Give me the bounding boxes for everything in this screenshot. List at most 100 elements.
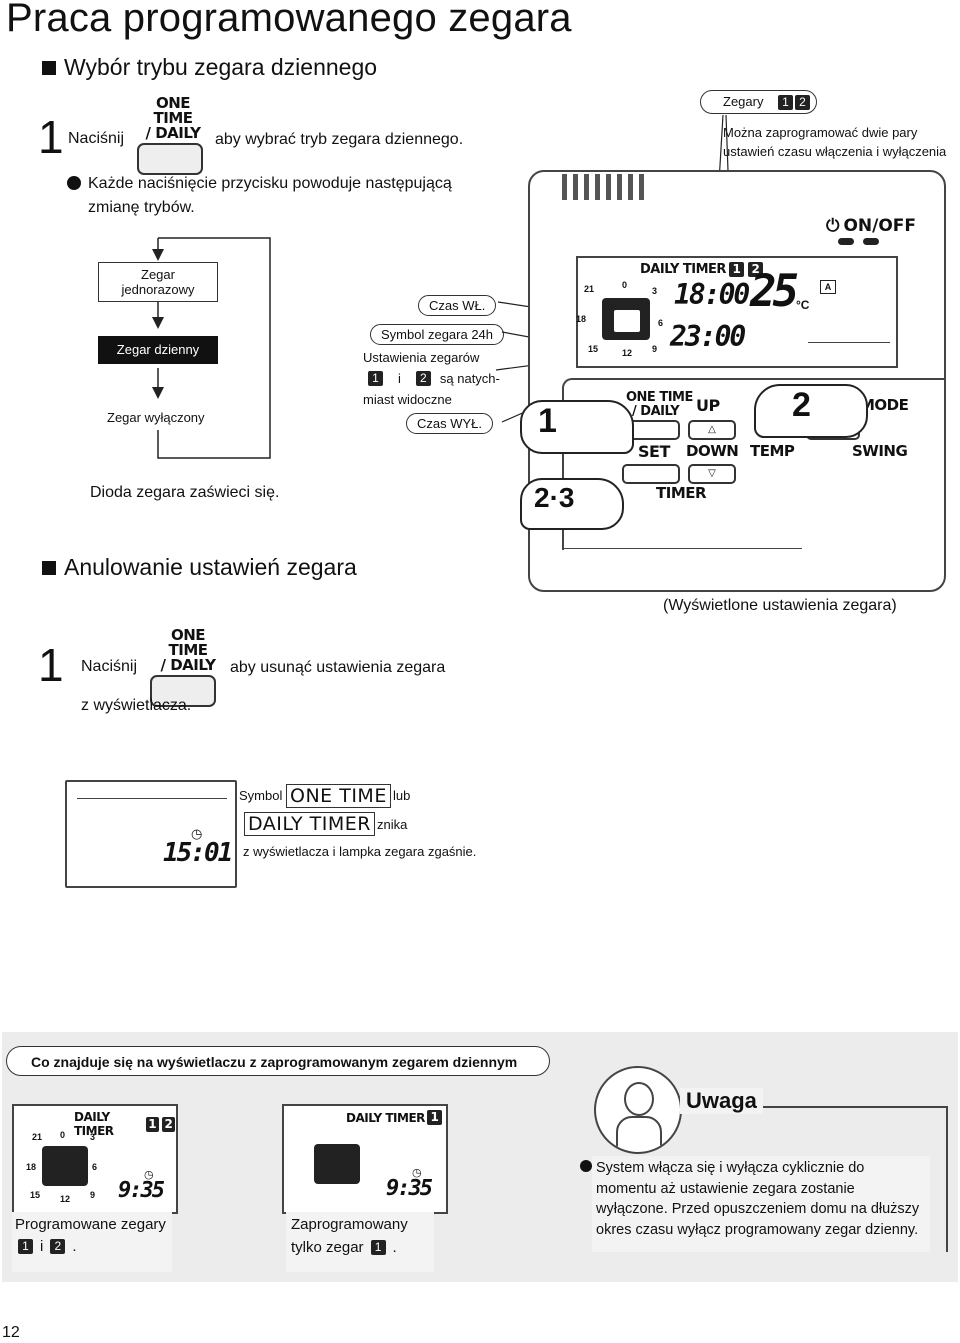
clock-tick: 15: [588, 344, 599, 354]
btn-onetime-label1: ONE TIME: [626, 390, 693, 405]
caption-line2: tylko zegar 1.: [291, 1239, 397, 1256]
hand-pointer-2: 2: [754, 384, 868, 438]
and-label: i: [40, 1238, 44, 1255]
disappear-description: z wyświetlacza i lampka zegara zgaśnie.: [243, 844, 477, 859]
person-body: [616, 1116, 662, 1152]
lcd-header-text: DAILY TIMER: [74, 1110, 114, 1138]
lcd-time-off: 23:00: [670, 320, 746, 353]
button-panel: [562, 378, 944, 550]
znika-word: znika: [377, 817, 408, 832]
and-label: i: [398, 371, 401, 386]
step-number: 1: [38, 639, 64, 691]
section-heading-text: Anulowanie ustawień zegara: [64, 554, 357, 580]
step-number: 1: [38, 111, 64, 163]
btn-onetime-label2: / DAILY: [632, 404, 680, 419]
symbol-word: Symbol: [239, 788, 283, 803]
day-night-icon-window: [614, 310, 640, 332]
timer-1-icon: 1: [778, 95, 793, 110]
hand-23-number: 2·3: [534, 482, 575, 513]
timer-1-icon: 1: [145, 1116, 159, 1132]
daily-timer-symbol: DAILY TIMER: [244, 812, 375, 836]
timer-1-icon: 1: [370, 1240, 386, 1255]
instruction-text-2: z wyświetlacza.: [81, 697, 192, 714]
person-head: [624, 1082, 654, 1116]
square-bullet-icon: [42, 560, 56, 575]
clock-tick: 18: [26, 1162, 37, 1172]
clock-icon: ◷: [144, 1169, 154, 1181]
settings-text-b-label: są natych-: [439, 371, 500, 386]
instruction-text: aby usunąć ustawienia zegara: [230, 659, 446, 676]
timer-2-icon: 2: [50, 1239, 66, 1254]
press-label: Naciśnij: [68, 130, 125, 147]
settings-text-c: miast widoczne: [363, 392, 452, 407]
clock-tick: 9: [90, 1190, 96, 1200]
caption-line2: 1 i 2.: [17, 1238, 77, 1255]
btn-set-label: SET: [638, 442, 670, 461]
lcd-header-text: DAILY TIMER: [346, 1110, 425, 1125]
timers-callout: Zegary 1 2: [700, 90, 817, 114]
caption-timer-1-only: Zaprogramowany tylko zegar 1.: [286, 1212, 434, 1272]
lub-word: lub: [393, 788, 411, 803]
onoff-button: [838, 238, 854, 245]
lcd-header: DAILY TIMER 1: [346, 1110, 443, 1125]
clock-tick: 12: [60, 1194, 71, 1204]
timer-2-icon: 2: [161, 1116, 175, 1132]
timer-1-icon: 1: [728, 262, 744, 277]
button-label-line2: / DAILY: [145, 124, 201, 142]
caption-both-timers: Programowane zegary 1 i 2.: [12, 1212, 172, 1272]
button-label-line1: ONE TIME: [153, 94, 194, 127]
clock-tick: 6: [658, 318, 664, 328]
button-shape: [150, 675, 216, 707]
auto-mode-icon: A: [820, 280, 836, 294]
displayed-settings-caption: (Wyświetlone ustawienia zegara): [663, 597, 897, 614]
lcd-timer-1-only: DAILY TIMER 1 ◷ 9:35: [282, 1104, 448, 1214]
lcd-time: 9:35: [386, 1176, 433, 1201]
square-bullet-icon: [42, 60, 56, 75]
press-label: Naciśnij: [81, 658, 138, 675]
set-button[interactable]: [622, 464, 680, 484]
down-button[interactable]: ▽: [688, 464, 736, 484]
note-text: System włącza się i wyłącza cyklicznie d…: [592, 1156, 930, 1252]
onetime-daily-button-illustration: ONE TIME / DAILY: [150, 628, 226, 707]
note-right-border: [946, 1106, 948, 1252]
bullet-text: Każde naciśnięcie przycisku powoduje nas…: [88, 175, 452, 216]
section-heading-daily-mode: Wybór trybu zegara dziennego: [42, 54, 377, 81]
timer-1-icon: 1: [426, 1110, 442, 1125]
lcd-cancel-display: ◷ 15:01: [65, 780, 237, 888]
clock-tick: 0: [622, 280, 628, 290]
btn-mode-label: MODE: [860, 396, 909, 414]
lcd-header-text: DAILY TIMER: [640, 262, 726, 277]
person-illustration: [594, 1066, 682, 1154]
button-label-line1: ONE TIME: [168, 626, 209, 659]
hand-1-number: 1: [538, 402, 557, 440]
timer-2-icon: 2: [795, 95, 810, 110]
up-button[interactable]: △: [688, 420, 736, 440]
clock-icon: ◷: [412, 1167, 422, 1179]
mode-once-box: Zegar jednorazowy: [98, 262, 218, 302]
round-bullet-icon: [580, 1160, 592, 1172]
hand-pointer-1: 1: [520, 400, 634, 454]
mode-off-label: Zegar wyłączony: [107, 410, 205, 425]
caption-line1: Programowane zegary: [15, 1216, 166, 1233]
lcd-time: 15:01: [163, 838, 233, 868]
settings-text-b: 1 i 2 są natych-: [367, 371, 500, 386]
lcd-temperature: 25: [750, 266, 799, 317]
onoff-led: [863, 238, 879, 245]
panel-bottom-line: [562, 548, 802, 549]
symbol-24h-callout: Symbol zegara 24h: [370, 324, 505, 345]
hand-pointer-23: 2·3: [520, 478, 624, 530]
round-bullet-icon: [67, 176, 81, 190]
info-panel-header: Co znajduje się na wyświetlaczu z zaprog…: [6, 1046, 550, 1076]
caption-line1: Zaprogramowany: [291, 1216, 408, 1233]
clock-tick: 3: [652, 286, 658, 296]
section-heading-text: Wybór trybu zegara dziennego: [64, 54, 378, 80]
timers-description: Można zaprogramować dwie pary ustawień c…: [723, 125, 947, 159]
day-night-icon: [42, 1146, 88, 1186]
clock-icon: ◷: [191, 826, 203, 841]
on-time-callout: Czas WŁ.: [418, 295, 497, 316]
instruction-text: aby wybrać tryb zegara dziennego.: [215, 131, 464, 148]
